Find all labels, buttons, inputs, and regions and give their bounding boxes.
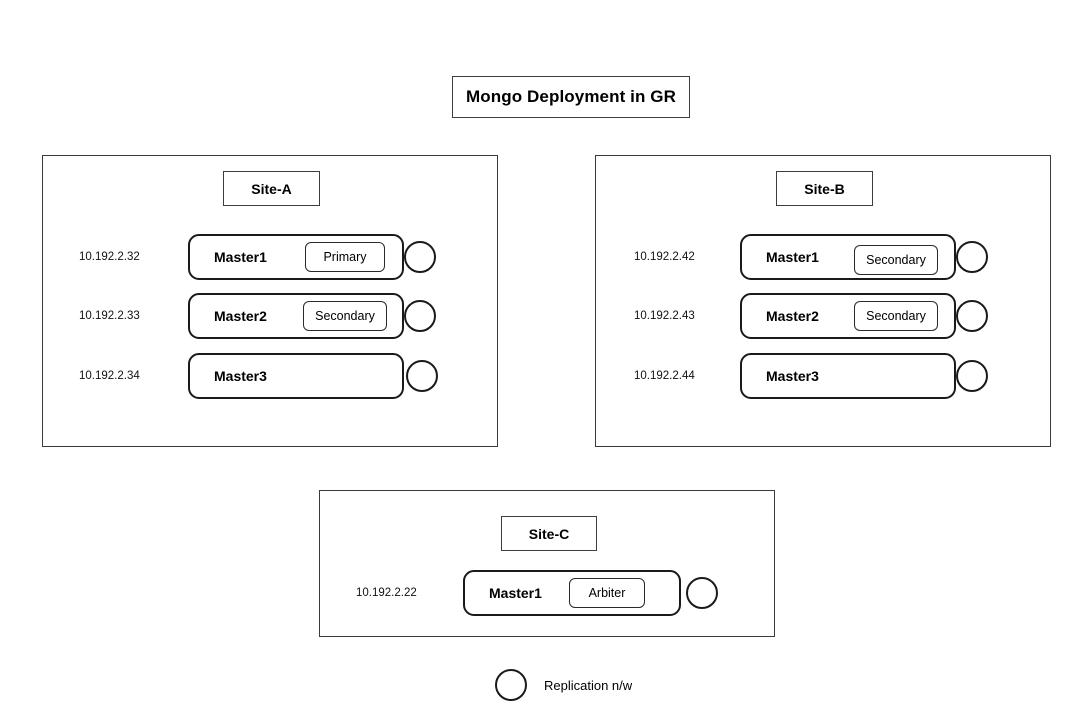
node-role-badge: Secondary <box>303 301 387 331</box>
server-row: 10.192.2.44 Master3 <box>596 353 1052 399</box>
node-ip-address: 10.192.2.33 <box>79 310 140 322</box>
node-role-label: Secondary <box>866 253 926 268</box>
site-label-box-site-b: Site-B <box>776 171 873 206</box>
replication-circle-icon <box>404 241 436 273</box>
site-label-site-b: Site-B <box>804 180 845 197</box>
node-ip-address: 10.192.2.42 <box>634 251 695 263</box>
node-role-label: Secondary <box>866 309 926 323</box>
node-role-label: Arbiter <box>588 586 626 600</box>
node-card[interactable]: Master3 <box>188 353 404 399</box>
site-label-box-site-a: Site-A <box>223 171 320 206</box>
node-ip-address: 10.192.2.44 <box>634 370 695 382</box>
replication-circle-icon <box>406 360 438 392</box>
node-role-badge: Secondary <box>854 245 938 276</box>
replication-circle-icon <box>686 577 718 609</box>
replication-circle-icon <box>495 669 527 701</box>
node-ip-address: 10.192.2.22 <box>356 587 417 599</box>
replication-circle-icon <box>956 241 988 273</box>
replication-circle-icon <box>956 360 988 392</box>
node-role-label: Secondary <box>315 309 375 323</box>
node-card[interactable]: Master2 Secondary <box>740 293 956 339</box>
node-name: Master1 <box>214 249 267 265</box>
site-panel-site-b: Site-B 10.192.2.42 Master1 Secondary 10.… <box>595 155 1051 447</box>
legend: Replication n/w <box>495 667 632 703</box>
server-row: 10.192.2.42 Master1 Secondary <box>596 234 1052 280</box>
server-row: 10.192.2.34 Master3 <box>43 353 499 399</box>
site-label-site-a: Site-A <box>251 180 292 197</box>
site-label-site-c: Site-C <box>528 525 570 542</box>
node-ip-address: 10.192.2.43 <box>634 310 695 322</box>
node-card[interactable]: Master2 Secondary <box>188 293 404 339</box>
node-role-badge: Arbiter <box>569 578 645 608</box>
site-panel-site-c: Site-C 10.192.2.22 Master1 Arbiter <box>319 490 775 637</box>
node-name: Master1 <box>489 585 542 601</box>
node-role-badge: Secondary <box>854 301 938 331</box>
node-name: Master2 <box>766 308 819 324</box>
server-row: 10.192.2.43 Master2 Secondary <box>596 293 1052 339</box>
node-name: Master1 <box>766 249 819 265</box>
node-card[interactable]: Master1 Arbiter <box>463 570 681 616</box>
node-name: Master3 <box>766 368 819 384</box>
server-row: 10.192.2.22 Master1 Arbiter <box>320 570 776 616</box>
node-name: Master3 <box>214 368 267 384</box>
legend-label: Replication n/w <box>544 677 633 693</box>
node-ip-address: 10.192.2.34 <box>79 370 140 382</box>
site-panel-site-a: Site-A 10.192.2.32 Master1 Primary 10.19… <box>42 155 498 447</box>
site-label-box-site-c: Site-C <box>501 516 597 551</box>
diagram-title-box: Mongo Deployment in GR <box>452 76 690 118</box>
replication-circle-icon <box>404 300 436 332</box>
node-card[interactable]: Master1 Primary <box>188 234 404 280</box>
node-ip-address: 10.192.2.32 <box>79 251 140 263</box>
node-role-badge: Primary <box>305 242 385 272</box>
node-role-label: Primary <box>323 250 367 264</box>
node-name: Master2 <box>214 308 267 324</box>
server-row: 10.192.2.32 Master1 Primary <box>43 234 499 280</box>
server-row: 10.192.2.33 Master2 Secondary <box>43 293 499 339</box>
diagram-title: Mongo Deployment in GR <box>466 87 676 106</box>
node-card[interactable]: Master3 <box>740 353 956 399</box>
replication-circle-icon <box>956 300 988 332</box>
node-card[interactable]: Master1 Secondary <box>740 234 956 280</box>
